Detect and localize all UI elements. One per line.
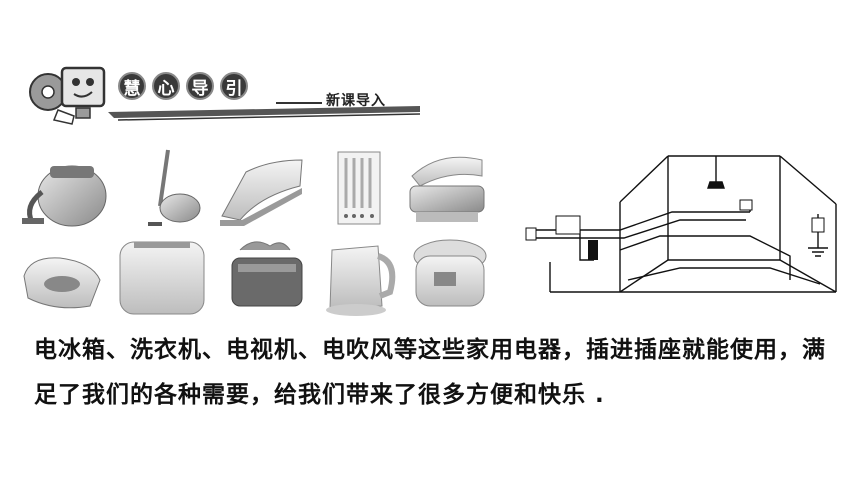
sandwich-maker-icon [23,257,101,309]
tanning-bed-icon [409,156,485,222]
appliances-illustration [22,149,487,316]
header-char: 心 [152,72,180,100]
heater-panel-icon [337,151,381,225]
steam-iron-icon [220,159,303,226]
header-decoration [29,66,421,125]
toaster-dark-icon [231,241,303,307]
vacuum-wet-dry-icon [22,165,107,227]
header-title: 慧 心 导 引 [118,72,248,100]
header-char: 引 [220,72,248,100]
toaster-white-icon [119,241,205,315]
electric-kettle-icon [326,245,396,316]
header-char: 慧 [118,72,146,100]
mascot-icon [29,66,106,125]
section-header [28,62,428,136]
vacuum-canister-icon [148,149,201,226]
house-wiring-diagram [525,155,837,293]
wall-socket-icon [811,217,825,233]
intro-paragraph: 电冰箱、洗衣机、电视机、电吹风等这些家用电器，插进插座就能使用，满足了我们的各种… [34,337,826,408]
deep-fryer-icon [413,239,487,307]
main-switch-icon [525,227,537,241]
header-char: 导 [186,72,214,100]
header-dash [276,102,322,104]
header-subtitle: 新课导入 [326,93,386,109]
meter-box-icon [555,215,581,235]
fuse-box-icon [588,240,598,260]
wall-switch-icon [739,199,753,211]
ground-icon [808,247,828,257]
